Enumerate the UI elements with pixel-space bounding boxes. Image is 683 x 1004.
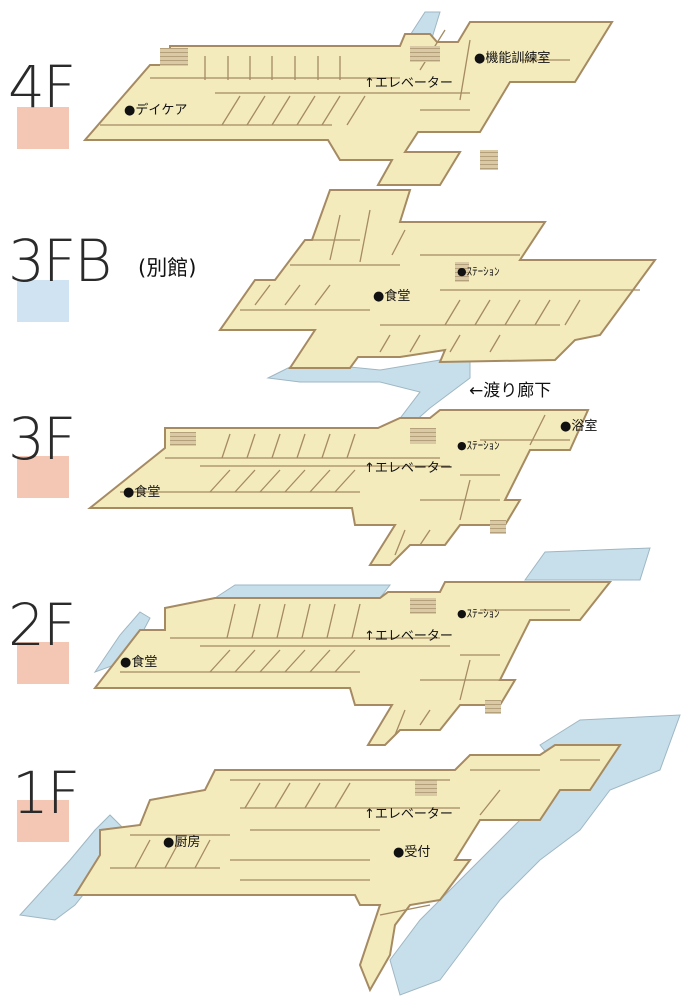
room-3f-dining: ●食堂 bbox=[123, 485, 161, 500]
room-3fb-station: ●ｽﾃｰｼｮﾝ bbox=[457, 265, 500, 278]
floor-4f-label: 4F bbox=[8, 53, 76, 121]
floor-1f-walls bbox=[110, 759, 600, 916]
floor-2f-water-top bbox=[213, 584, 392, 599]
room-3f-station: ●ｽﾃｰｼｮﾝ bbox=[457, 439, 500, 452]
room-1f-reception: ●受付 bbox=[393, 845, 431, 860]
room-3f-elevator: ↑エレベーター bbox=[364, 461, 453, 476]
floor-3f-swatch bbox=[17, 456, 69, 498]
room-4f-elevator: ↑エレベーター bbox=[364, 76, 453, 91]
floor-3f-stairs-right bbox=[490, 520, 506, 534]
room-2f-station: ●ｽﾃｰｼｮﾝ bbox=[457, 607, 500, 620]
floor-2f-water-right bbox=[524, 547, 651, 581]
floor-1f-label: 1F bbox=[12, 759, 80, 827]
floor-3fb-stairs bbox=[455, 262, 469, 282]
floor-1f-swatch bbox=[17, 800, 69, 842]
floor-4f-stairs-left bbox=[160, 48, 188, 66]
floor-2f-stairs-center bbox=[410, 598, 436, 614]
floor-3fb-outline bbox=[218, 189, 657, 369]
floor-3f-stairs-left bbox=[170, 432, 196, 446]
room-4f-day-care: ●デイケア bbox=[124, 103, 188, 118]
floor-3f-walls bbox=[120, 414, 570, 556]
floor-3f-label: 3F bbox=[8, 405, 76, 473]
floor-4f-plan bbox=[82, 11, 614, 186]
room-3fb-dining: ●食堂 bbox=[373, 289, 411, 304]
floor-2f-plan bbox=[92, 547, 651, 746]
floor-1f-plan bbox=[18, 714, 681, 996]
floor-3fb-swatch bbox=[17, 280, 69, 322]
floor-2f-label: 2F bbox=[8, 591, 76, 659]
room-1f-elevator: ↑エレベーター bbox=[364, 807, 453, 822]
floor-4f-walls bbox=[100, 29, 570, 126]
floor-4f-stairs-right bbox=[480, 150, 498, 170]
floor-2f-swatch bbox=[17, 642, 69, 684]
floor-3fb-plan bbox=[218, 189, 657, 431]
floor-2f-stairs-right bbox=[485, 700, 501, 714]
floor-3fb-label: 3FB bbox=[8, 227, 112, 295]
floor-4f-stairs-center bbox=[410, 46, 440, 62]
room-3f-bath: ●浴室 bbox=[560, 419, 598, 434]
floor-3fb-sublabel: (別館) bbox=[138, 256, 197, 280]
room-2f-dining: ●食堂 bbox=[120, 655, 158, 670]
floor-3fb-walls bbox=[240, 209, 640, 353]
corridor-label: ←渡り廊下 bbox=[469, 381, 552, 401]
floor-2f-outline bbox=[92, 581, 613, 746]
floor-4f-outline bbox=[82, 21, 614, 186]
room-4f-rehab: ●機能訓練室 bbox=[474, 51, 551, 66]
floor-2f-walls bbox=[120, 603, 570, 736]
floor-1f-outline bbox=[73, 744, 622, 993]
floor-3f-stairs-center bbox=[410, 428, 436, 444]
floor-1f-stairs bbox=[415, 780, 437, 796]
floor-1f-water-right bbox=[389, 714, 681, 996]
floor-3f-plan bbox=[87, 409, 590, 566]
room-1f-kitchen: ●厨房 bbox=[163, 835, 201, 850]
floor-4f-swatch bbox=[17, 107, 69, 149]
room-2f-elevator: ↑エレベーター bbox=[364, 629, 453, 644]
